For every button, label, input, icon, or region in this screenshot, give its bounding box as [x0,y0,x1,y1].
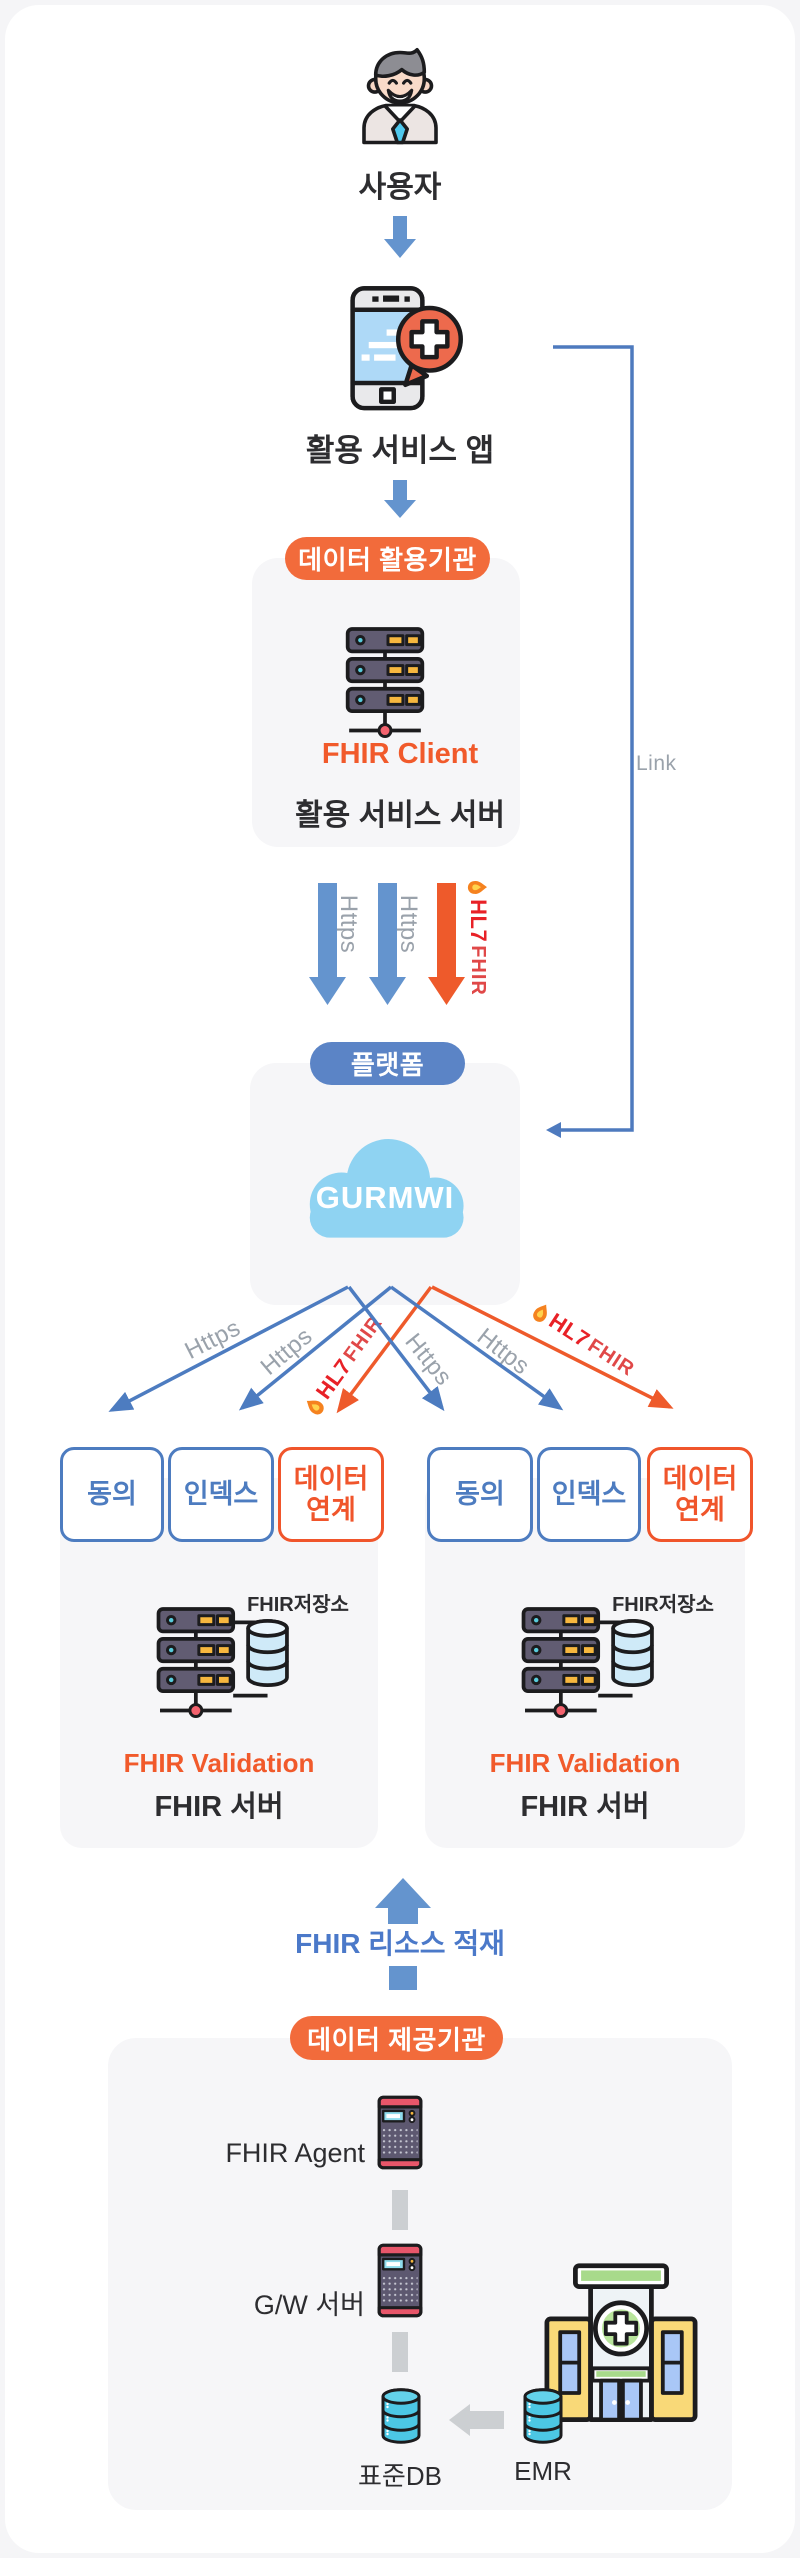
usage-org-badge: 데이터 활용기관 [285,537,490,580]
fhir-validation-label-right: FHIR Validation [489,1748,681,1778]
fhir-validation-label-left: FHIR Validation [123,1748,315,1778]
provider-badge: 데이터 제공기관 [290,2016,503,2060]
https-label-v2: Https [395,894,422,954]
https-label-v1: Https [335,894,362,954]
user-label: 사용자 [358,171,442,204]
std-db-label: 표준DB [358,2461,442,2491]
fhir-server-label-right: FHIR 서버 [520,1791,650,1823]
fhir-storage-label-right: FHIR저장소 [612,1594,714,1616]
consent-label: 동의 [455,1479,505,1510]
service-box-consent-left: 동의 [60,1447,164,1542]
fhir-text: FHIR [467,945,490,996]
service-server-label: 활용 서비스 서버 [295,799,505,832]
std-db-icon [381,2388,421,2444]
tower-server-icon-agent [377,2095,423,2170]
emr-db-icon [523,2388,563,2444]
cloud-icon [309,1139,464,1238]
consent-label: 동의 [87,1479,137,1510]
link-label: Link [636,752,677,775]
index-label: 인덱스 [183,1479,259,1510]
hl7-text: HL7 [465,899,491,943]
cloud-label: GURMWI [315,1180,455,1215]
service-box-consent-right: 동의 [427,1447,533,1542]
connector-agent-gw [392,2190,408,2230]
hl7-flame-icon [468,881,488,894]
connector-gw-db [392,2332,408,2372]
load-label: FHIR 리소스 적재 [295,1928,505,1959]
service-app-label: 활용 서비스 앱 [305,433,495,468]
fhir-server-label-left: FHIR 서버 [154,1791,284,1823]
service-box-index-right: 인덱스 [537,1447,641,1542]
hl7-fhir-logo-vertical: HL7 FHIR [461,878,491,996]
fhir-client-label: FHIR Client [321,738,479,770]
service-app-icon [350,286,463,411]
gw-server-label: G/W 서버 [253,2290,365,2320]
service-box-index-left: 인덱스 [168,1447,274,1542]
fhir-storage-label-left: FHIR저장소 [247,1594,349,1616]
rack-server-icon [345,627,425,738]
fhir-server-db-icon-right [521,1607,654,1718]
fhir-agent-label: FHIR Agent [225,2138,365,2168]
index-label: 인덱스 [551,1479,627,1510]
tower-server-icon-gw [377,2243,423,2318]
user-icon [362,48,438,145]
emr-label: EMR [514,2456,572,2486]
platform-badge: 플랫폼 [310,1042,465,1085]
hospital-icon [544,2263,698,2422]
fhir-server-db-icon-left [156,1607,289,1718]
